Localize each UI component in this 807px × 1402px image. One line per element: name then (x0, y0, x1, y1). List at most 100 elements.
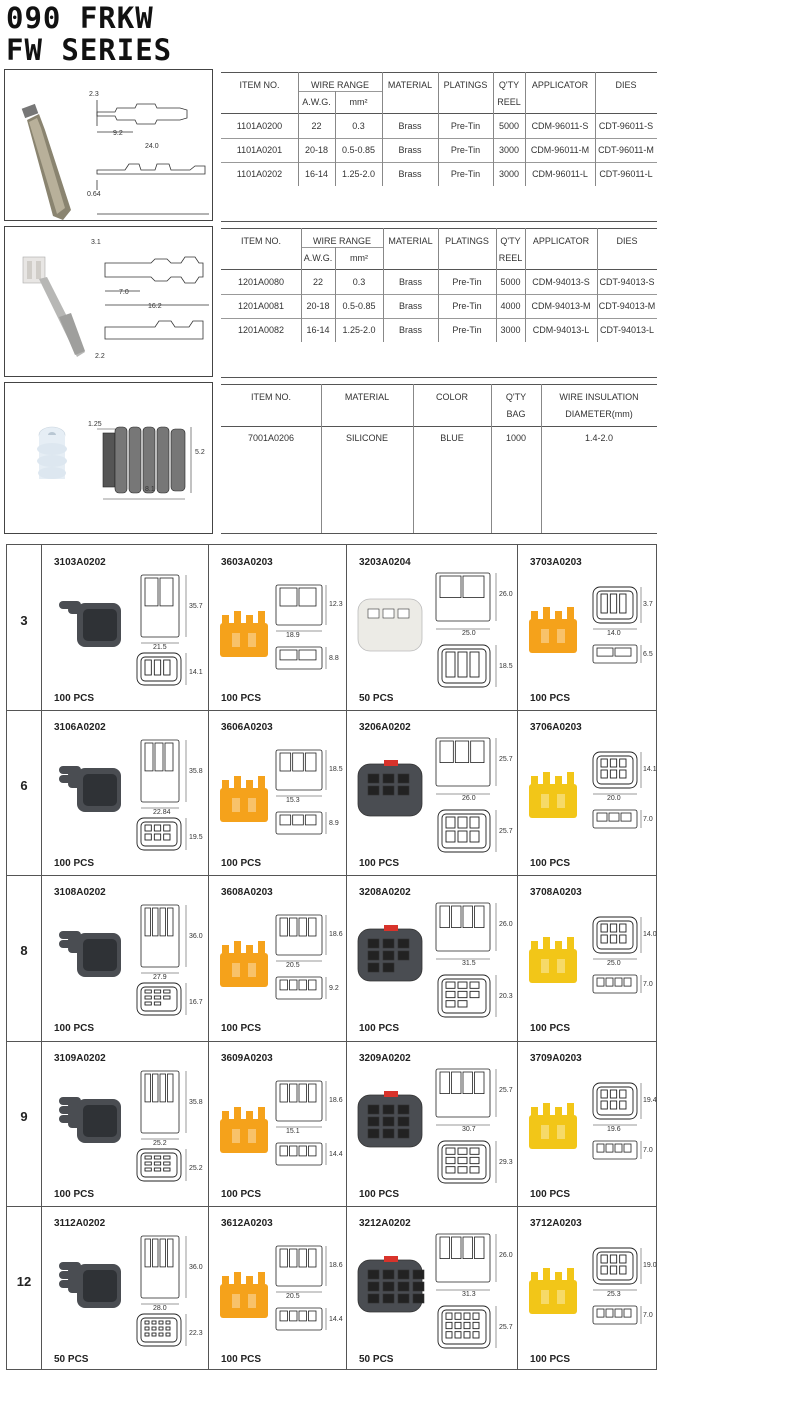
terminal2-row-awg: 22 (312, 277, 323, 287)
lock-retainer-photo (220, 941, 268, 987)
terminal2-th-reel: REEL (498, 253, 523, 263)
package-quantity: 100 PCS (359, 1189, 400, 1200)
plug-side-view (140, 574, 180, 638)
product-drawing (59, 904, 187, 1016)
receptacle-face-view (437, 809, 491, 853)
part-number: 3606A0203 (221, 722, 273, 733)
terminal1-row-dies: CDT-96011-S (598, 121, 654, 131)
product-drawing (59, 739, 187, 851)
terminal2-dim-3: 16.2 (148, 303, 162, 310)
plug-housing-photo (59, 931, 121, 977)
part-number: 3603A0203 (221, 557, 273, 568)
terminal2-th-awg: A.W.G. (303, 253, 333, 263)
part-number: 3708A0203 (530, 887, 582, 898)
dimension-label: 26.0 (499, 591, 513, 598)
dimension-label: 25.7 (499, 828, 513, 835)
terminal2-row-qty: 3000 (500, 325, 521, 335)
plug-face-view (136, 982, 182, 1016)
plug-face-view (136, 652, 182, 686)
receptacle-housing-photo (357, 1256, 425, 1313)
dimension-label: 19.0 (643, 1262, 657, 1269)
product-drawing (59, 574, 187, 686)
dimension-label: 15.1 (286, 1128, 300, 1135)
dimension-label: 31.5 (462, 960, 476, 967)
seal-dim-3: 8.1 (145, 486, 155, 493)
lock-retainer-photo (220, 776, 268, 822)
dimension-label: 18.6 (329, 1262, 343, 1269)
tpa-top-view (592, 1247, 638, 1285)
terminal1-th-platings: PLATINGS (443, 80, 488, 90)
receptacle-housing-photo (357, 925, 423, 982)
terminal2-line-drawing (104, 256, 209, 340)
dimension-label: 28.0 (153, 1305, 167, 1312)
receptacle-side-view (435, 737, 491, 787)
terminal1-row-item: 1101A0200 (236, 121, 283, 131)
spacer-bottom-view (275, 1142, 323, 1166)
dimension-label: 7.0 (643, 981, 653, 988)
terminal1-dim-1: 2.3 (89, 91, 99, 98)
seal-material: SILICONE (345, 433, 388, 443)
dimension-label: 8.9 (329, 820, 339, 827)
terminal2-row-applicator: CDM-94013-L (532, 325, 590, 335)
product-drawing (357, 572, 497, 688)
product-drawing (59, 1235, 187, 1347)
terminal2-row-material: Brass (398, 301, 422, 311)
seal-dim-1: 1.25 (88, 421, 102, 428)
package-quantity: 100 PCS (530, 693, 571, 704)
dimension-label: 20.5 (286, 1293, 300, 1300)
product-drawing (220, 1080, 327, 1166)
package-quantity: 100 PCS (221, 1023, 262, 1034)
pin-count-label: 9 (20, 1109, 28, 1124)
terminal1-row-material: Brass (398, 145, 422, 155)
dimension-label: 26.0 (462, 795, 476, 802)
package-quantity: 100 PCS (221, 1189, 262, 1200)
tpa-side-view (592, 644, 638, 664)
tpa-top-view (592, 916, 638, 954)
terminal1-th-material: MATERIAL (387, 80, 433, 90)
dimension-label: 29.3 (499, 1159, 513, 1166)
terminal2-row-material: Brass (398, 277, 422, 287)
terminal2-row-mm2: 1.25-2.0 (342, 325, 376, 335)
terminal2-row-item: 1201A0081 (237, 301, 285, 311)
lock-retainer-photo (529, 607, 577, 653)
terminal2-th-mm2: mm² (350, 253, 368, 263)
seal-line-drawing (97, 426, 192, 500)
tpa-side-view (592, 1305, 638, 1325)
terminal2-th-wire-range: WIRE RANGE (312, 236, 371, 246)
terminal2-row-item: 1201A0080 (237, 277, 285, 287)
dimension-label: 25.7 (499, 756, 513, 763)
terminal1-th-awg: A.W.G. (302, 97, 331, 107)
dimension-label: 18.6 (329, 931, 343, 938)
terminal1-row-plating: Pre-Tin (450, 169, 481, 179)
product-drawing (220, 749, 327, 835)
receptacle-side-view (435, 1068, 491, 1118)
terminal1-dim-4: 0.64 (87, 191, 101, 198)
receptacle-face-view (437, 974, 491, 1018)
package-quantity: 100 PCS (54, 858, 95, 869)
dimension-label: 14.0 (643, 931, 657, 938)
package-quantity: 50 PCS (54, 1354, 89, 1365)
tpa-side-view (592, 974, 638, 994)
terminal2-row-mm2: 0.3 (352, 277, 366, 287)
dimension-label: 22.3 (189, 1330, 203, 1337)
dimension-label: 7.0 (643, 1312, 653, 1319)
part-number: 3706A0203 (530, 722, 582, 733)
terminal2-dim-1: 3.1 (91, 239, 101, 246)
terminal2-row-dies: CDT-94013-L (599, 325, 655, 335)
spacer-bottom-view (275, 1307, 323, 1331)
plug-face-view (136, 1148, 182, 1182)
terminal1-row-applicator: CDM-96011-S (531, 121, 589, 131)
lock-retainer-photo (220, 1272, 268, 1318)
spacer-front-view (275, 1080, 323, 1122)
plug-side-view (140, 904, 180, 968)
series-title-line1: 090 FRKW (6, 1, 154, 35)
